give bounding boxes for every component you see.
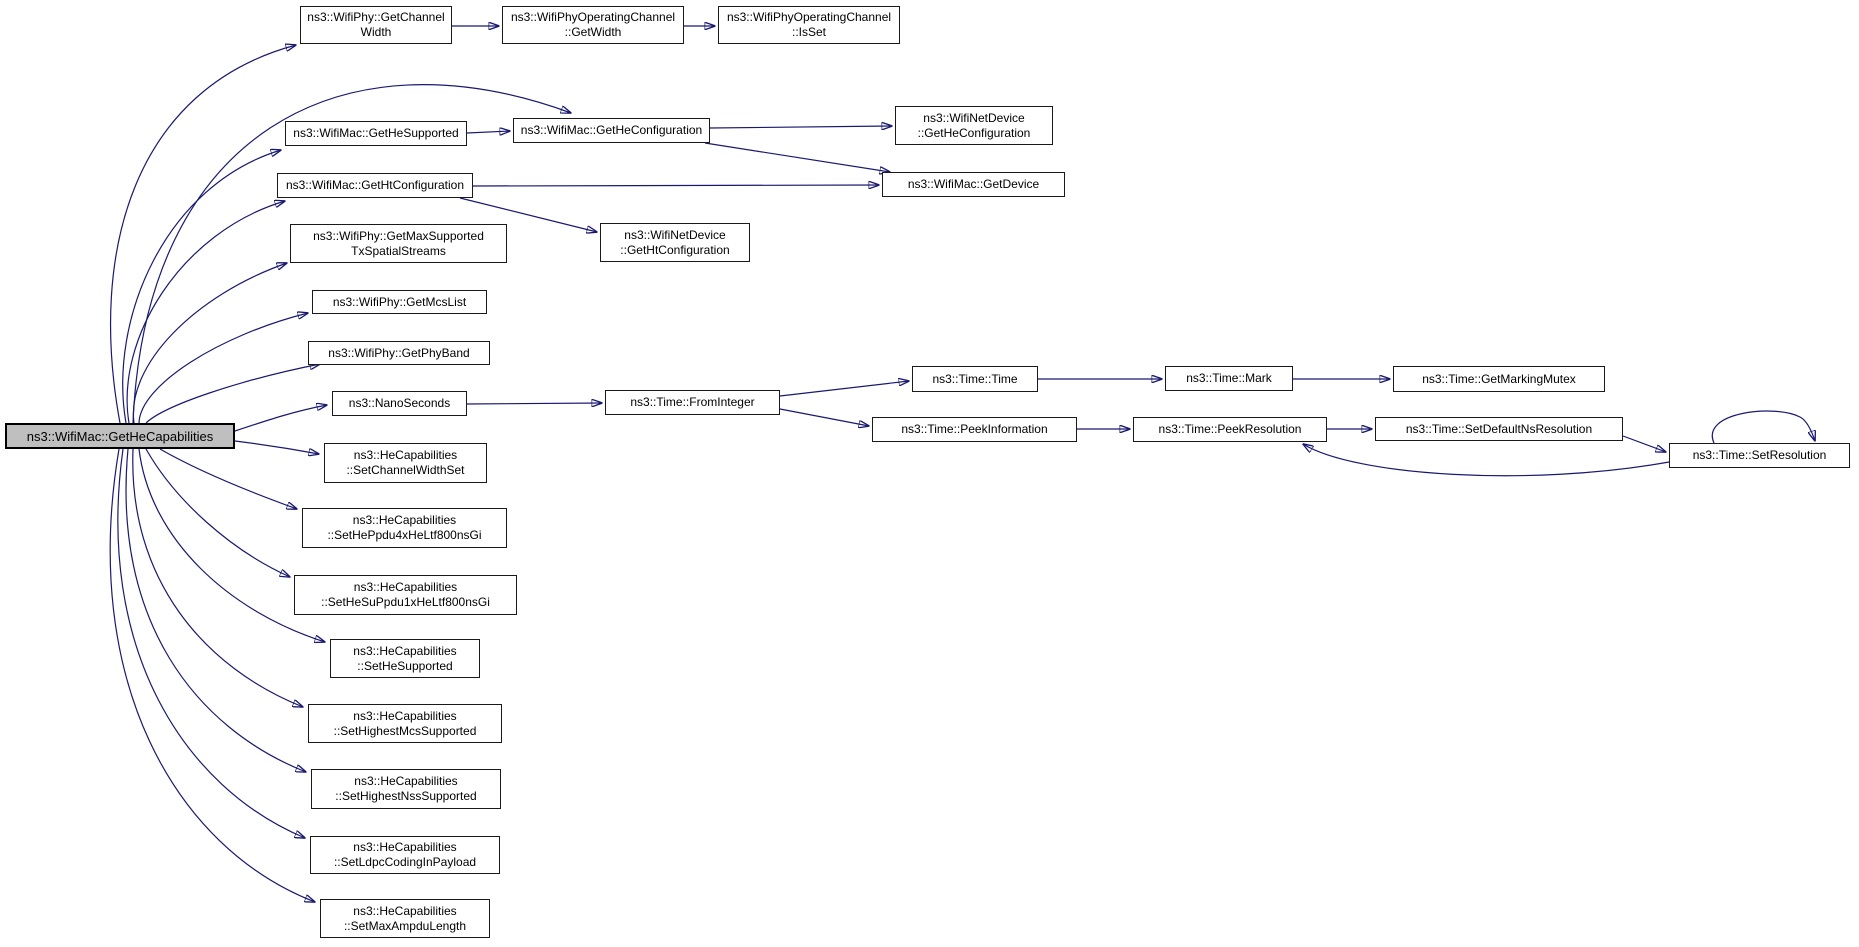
node-wifimac-get-he-configuration[interactable]: ns3::WifiMac::GetHeConfiguration [513,118,710,143]
edge-set-default-ns-resolution-to-set-resolution [1622,435,1666,452]
node-time-peek-information[interactable]: ns3::Time::PeekInformation [872,417,1077,442]
node-label: ns3::HeCapabilities ::SetHeSupported [353,643,457,673]
node-label: ns3::Time::SetResolution [1692,448,1827,462]
edge-set-resolution-self-loop [1711,410,1815,444]
node-hecapabilities-set-highest-nss-supported[interactable]: ns3::HeCapabilities ::SetHighestNssSuppo… [311,769,501,809]
edge-root-to-get-he-supported [122,150,281,424]
node-label: ns3::Time::PeekInformation [901,422,1048,436]
node-time-time[interactable]: ns3::Time::Time [912,366,1038,392]
node-label: ns3::Time::FromInteger [630,395,755,409]
node-wifiphy-get-max-supported-tx-spatial-streams[interactable]: ns3::WifiPhy::GetMaxSupported TxSpatialS… [290,224,507,263]
node-label: ns3::HeCapabilities ::SetChannelWidthSet [346,448,465,477]
node-wifinetdevice-get-ht-configuration[interactable]: ns3::WifiNetDevice ::GetHtConfiguration [600,223,750,262]
node-hecapabilities-set-he-supported[interactable]: ns3::HeCapabilities ::SetHeSupported [330,639,480,678]
edge-root-to-set-he-supported [138,448,325,642]
node-label: ns3::Time::PeekResolution [1158,422,1302,436]
edge-get-he-supported-to-get-he-configuration [466,131,510,133]
node-time-get-marking-mutex[interactable]: ns3::Time::GetMarkingMutex [1393,366,1605,392]
node-wifinetdevice-get-he-configuration[interactable]: ns3::WifiNetDevice ::GetHeConfiguration [895,106,1053,145]
edge-root-to-set-max-ampdu [109,448,315,902]
node-nanoseconds[interactable]: ns3::NanoSeconds [332,391,467,416]
edge-set-resolution-to-peek-resolution [1303,444,1670,477]
node-hecapabilities-set-highest-mcs-supported[interactable]: ns3::HeCapabilities ::SetHighestMcsSuppo… [308,704,502,743]
edge-root-to-get-he-configuration [132,84,571,424]
edge-root-to-set-highest-nss [125,448,306,772]
edge-root-to-get-mcs-list [138,313,308,424]
node-hecapabilities-set-max-ampdu-length[interactable]: ns3::HeCapabilities ::SetMaxAmpduLength [320,899,490,938]
node-hecapabilities-set-channel-width-set[interactable]: ns3::HeCapabilities ::SetChannelWidthSet [324,443,487,483]
node-wifiphy-get-phy-band[interactable]: ns3::WifiPhy::GetPhyBand [308,341,490,365]
node-label: ns3::HeCapabilities ::SetLdpcCodingInPay… [333,840,477,869]
node-wifimac-get-device[interactable]: ns3::WifiMac::GetDevice [882,172,1065,197]
node-label: ns3::WifiMac::GetDevice [907,177,1040,191]
node-wifiphy-get-channel-width[interactable]: ns3::WifiPhy::GetChannel Width [300,6,452,44]
node-label: ns3::WifiPhy::GetPhyBand [328,345,470,360]
node-label: ns3::Time::Mark [1186,371,1272,385]
node-label: ns3::WifiNetDevice ::GetHeConfiguration [917,110,1031,140]
node-label: ns3::WifiPhy::GetMcsList [332,294,467,309]
node-label: ns3::HeCapabilities ::SetHeSuPpdu1xHeLtf… [321,580,490,609]
node-time-from-integer[interactable]: ns3::Time::FromInteger [605,390,780,415]
edge-root-to-get-channel-width [110,45,296,424]
edge-get-ht-configuration-to-get-device [472,185,879,186]
node-label: ns3::HeCapabilities ::SetHighestNssSuppo… [335,774,477,803]
node-label: ns3::Time::GetMarkingMutex [1422,371,1576,386]
node-label: ns3::WifiMac::GetHeSupported [293,126,459,140]
node-label: ns3::WifiMac::GetHeCapabilities [26,428,214,444]
node-label: ns3::WifiPhy::GetMaxSupported TxSpatialS… [313,228,484,258]
node-hecapabilities-set-ldpc-coding-in-payload[interactable]: ns3::HeCapabilities ::SetLdpcCodingInPay… [310,836,500,874]
node-operating-channel-get-width[interactable]: ns3::WifiPhyOperatingChannel ::GetWidth [502,6,684,44]
node-wifiphy-get-mcs-list[interactable]: ns3::WifiPhy::GetMcsList [312,290,487,314]
node-hecapabilities-set-he-ppdu-4x-he-ltf-800ns-gi[interactable]: ns3::HeCapabilities ::SetHePpdu4xHeLtf80… [302,508,507,548]
edge-root-to-set-he-su-ppdu [145,448,290,577]
edge-root-to-get-phy-band [145,364,320,424]
node-label: ns3::HeCapabilities ::SetHighestMcsSuppo… [333,708,477,738]
node-label: ns3::Time::Time [932,371,1018,386]
edge-from-integer-to-peek-information [779,408,869,426]
node-label: ns3::HeCapabilities ::SetHePpdu4xHeLtf80… [327,513,482,542]
node-label: ns3::WifiMac::GetHtConfiguration [285,178,465,192]
node-time-set-resolution[interactable]: ns3::Time::SetResolution [1669,443,1850,468]
edge-nanoseconds-to-from-integer [466,403,602,404]
node-label: ns3::WifiPhyOperatingChannel ::GetWidth [510,10,676,39]
edge-from-integer-to-time-time [779,381,909,397]
node-time-set-default-ns-resolution[interactable]: ns3::Time::SetDefaultNsResolution [1375,417,1623,441]
node-label: ns3::NanoSeconds [348,396,451,410]
edge-root-to-nanoseconds [234,405,327,432]
edge-root-to-set-highest-mcs [132,448,303,707]
node-label: ns3::HeCapabilities ::SetMaxAmpduLength [343,903,467,933]
node-root-get-he-capabilities[interactable]: ns3::WifiMac::GetHeCapabilities [5,423,235,449]
node-time-mark[interactable]: ns3::Time::Mark [1165,366,1293,391]
edge-get-he-configuration-to-get-device [704,142,890,172]
edge-root-to-get-max-supported [132,263,287,424]
edge-root-to-set-ldpc [117,448,305,838]
node-label: ns3::WifiPhy::GetChannel Width [307,10,445,39]
edge-root-to-get-ht-configuration [126,201,285,424]
edge-get-he-configuration-to-wnd-get-he-configuration [709,126,892,128]
node-hecapabilities-set-he-su-ppdu-1x-he-ltf-800ns-gi[interactable]: ns3::HeCapabilities ::SetHeSuPpdu1xHeLtf… [294,575,517,615]
node-time-peek-resolution[interactable]: ns3::Time::PeekResolution [1133,417,1327,442]
edge-get-ht-configuration-to-wnd-get-ht-configuration [459,197,597,232]
node-label: ns3::WifiNetDevice ::GetHtConfiguration [620,227,730,257]
node-label: ns3::WifiPhyOperatingChannel ::IsSet [726,10,892,39]
edge-root-to-set-channel-width-set [234,440,319,454]
node-label: ns3::Time::SetDefaultNsResolution [1405,421,1593,436]
node-wifimac-get-ht-configuration[interactable]: ns3::WifiMac::GetHtConfiguration [277,173,473,198]
node-wifimac-get-he-supported[interactable]: ns3::WifiMac::GetHeSupported [285,121,467,146]
edge-root-to-set-he-ppdu [159,448,297,509]
node-operating-channel-is-set[interactable]: ns3::WifiPhyOperatingChannel ::IsSet [718,6,900,44]
node-label: ns3::WifiMac::GetHeConfiguration [520,123,703,137]
